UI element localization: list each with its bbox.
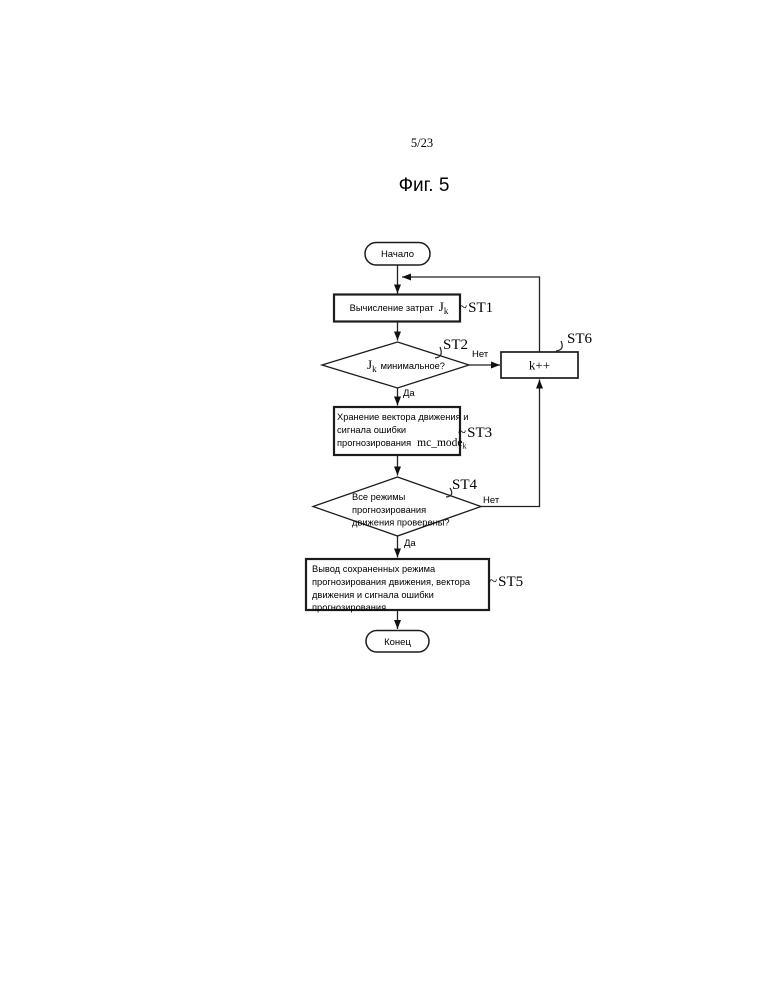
figure-title: Фиг. 5 <box>399 175 450 196</box>
st2-question: минимальное? <box>381 361 445 371</box>
st4-line1: Все режимы <box>352 492 406 502</box>
st2-leader-line <box>434 346 442 359</box>
st1-ref: ST1 <box>468 300 493 316</box>
start-terminal <box>364 241 431 266</box>
st2-decision-diamond <box>319 341 472 389</box>
start-terminal-label: Начало <box>381 249 414 260</box>
st3-line2: сигнала ошибки <box>337 425 406 435</box>
st4-decision-diamond <box>311 476 483 537</box>
st2-label: Jk минимальное? <box>367 357 445 374</box>
st2-yes-label: Да <box>403 388 415 399</box>
st2-variable: J <box>367 357 372 372</box>
st2-variable-subscript: k <box>372 364 377 374</box>
st1-text: Вычисление затрат <box>350 303 435 313</box>
st1-label: Вычисление затрат Jk <box>350 299 449 316</box>
st5-ref-label: ~ST5 <box>489 574 523 590</box>
st1-ref-label: ~ST1 <box>459 300 493 316</box>
st3-variable: mc_mode <box>417 437 462 449</box>
st2-no-label: Нет <box>472 349 489 360</box>
end-terminal <box>365 629 430 653</box>
st6-leader-line <box>555 340 563 352</box>
st4-yes-label: Да <box>404 538 416 549</box>
st6-label: k++ <box>529 358 550 373</box>
st5-line3: движения и сигнала ошибки <box>312 590 434 600</box>
st5-tilde: ~ <box>489 574 497 590</box>
connector-st6-feedback <box>402 273 541 352</box>
st4-line3: движения проверены? <box>352 518 450 528</box>
st3-process-box <box>332 405 462 457</box>
st4-no-label: Нет <box>483 495 500 506</box>
connectors <box>394 265 543 629</box>
st5-line2: прогнозирования движения, вектора <box>312 577 471 587</box>
st3-line1: Хранение вектора движения и <box>337 412 468 422</box>
end-terminal-label: Конец <box>384 637 411 648</box>
st3-line3: прогнозирования mc_modek <box>337 437 467 451</box>
st6-ref-label: ST6 <box>567 331 593 347</box>
st1-variable-subscript: k <box>444 306 449 316</box>
st5-line1: Вывод сохраненных режима <box>312 564 436 574</box>
st3-tilde: ~ <box>458 425 466 441</box>
connector-st4-no-to-st6 <box>481 379 543 508</box>
st4-ref-label: ST4 <box>452 477 478 493</box>
st1-tilde: ~ <box>459 300 467 316</box>
st5-line4: прогнозирования <box>312 603 386 613</box>
st6-process-box <box>500 351 579 379</box>
st4-line2: прогнозирования <box>352 505 426 515</box>
sheet-number: 5/23 <box>411 136 433 150</box>
st1-process-box <box>332 293 462 323</box>
st3-ref-label: ~ST3 <box>458 425 492 441</box>
st2-ref-label: ST2 <box>443 337 468 353</box>
st5-ref: ST5 <box>498 574 523 590</box>
st5-process-box <box>304 557 491 612</box>
st3-ref: ST3 <box>467 425 492 441</box>
st1-variable: J <box>439 299 444 314</box>
st3-variable-subscript: k <box>463 442 467 451</box>
st4-leader-line <box>445 487 453 498</box>
st3-line3-text: прогнозирования <box>337 438 411 448</box>
